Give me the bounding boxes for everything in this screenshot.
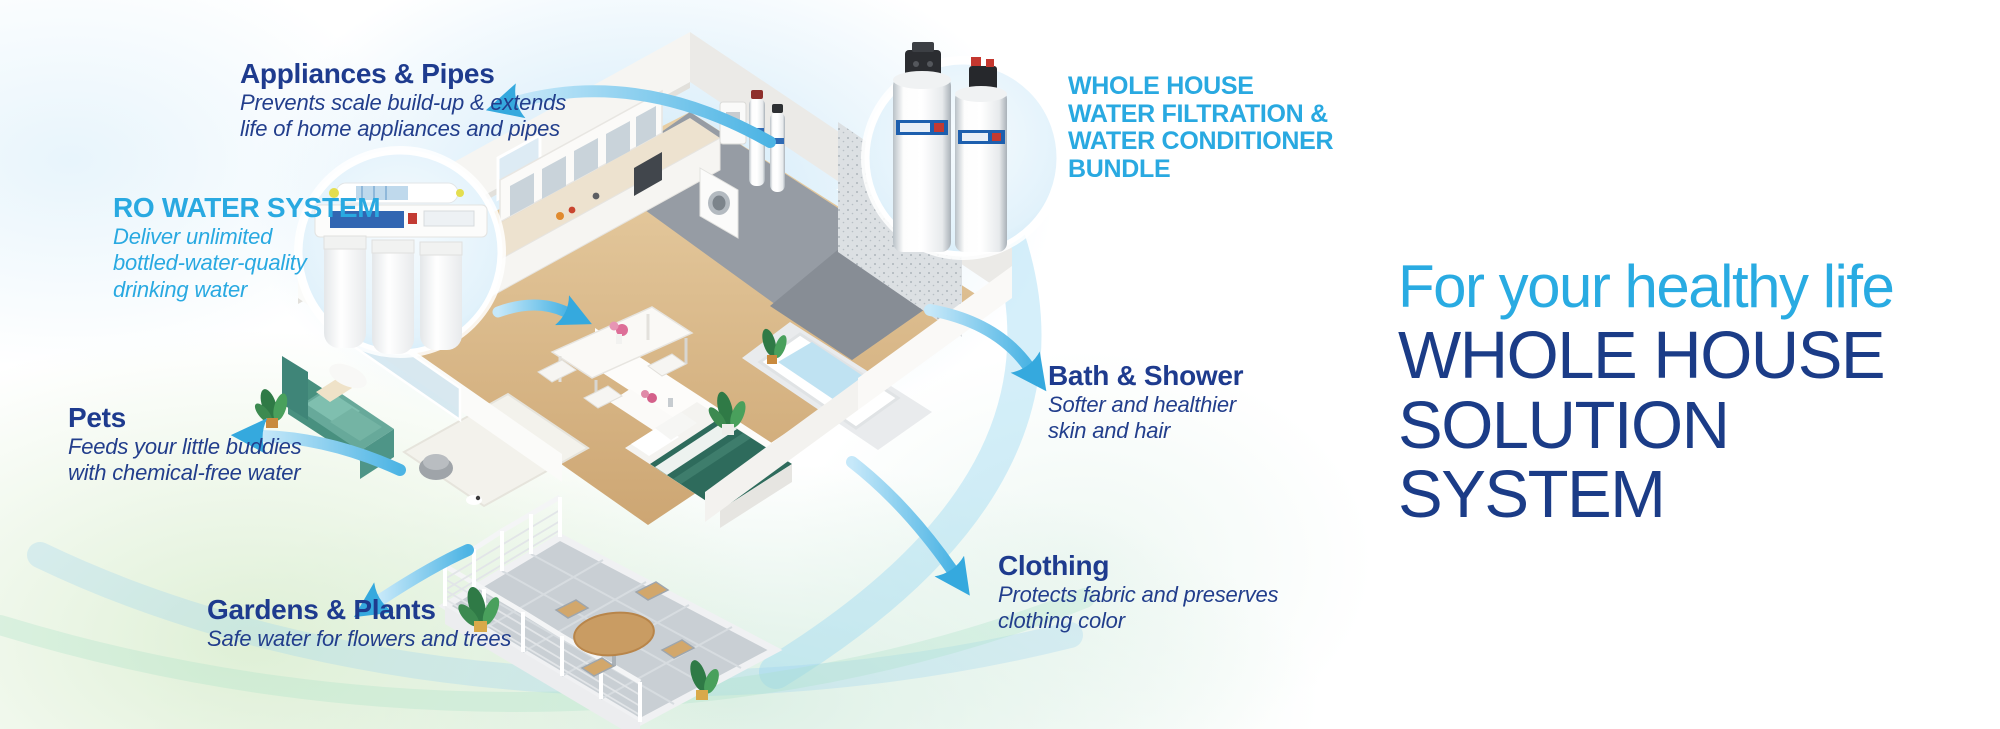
patio-table-set: [554, 581, 696, 677]
plant: [690, 660, 719, 700]
filtration-tank: [893, 76, 951, 252]
callout-desc-line: Softer and healthier: [1048, 392, 1237, 417]
callout-title-line: WATER FILTRATION &: [1068, 99, 1328, 128]
callout-desc-line: Safe water for flowers and trees: [207, 626, 512, 651]
callout-clothing: Clothing Protects fabric and preserves c…: [998, 550, 1279, 635]
callout-desc-line: skin and hair: [1048, 418, 1171, 444]
callout-desc-line: bottled-water-quality: [113, 250, 307, 276]
headline-line1: WHOLE HOUSE: [1398, 318, 1886, 393]
throw-blanket: [329, 363, 367, 389]
callout-appliances: Appliances & Pipes Prevents scale build-…: [240, 58, 566, 143]
kitchen-counter: [460, 118, 721, 298]
filter-tank-small-2: [770, 112, 785, 192]
callout-gardens: Gardens & Plants Safe water for flowers …: [207, 594, 511, 652]
callout-desc-line: life of home appliances and pipes: [240, 116, 560, 142]
clothing-arrow: [846, 456, 970, 596]
callout-ro-system: RO WATER SYSTEM Deliver unlimited bottle…: [113, 192, 381, 303]
callout-title: Clothing: [998, 550, 1110, 581]
callout-desc-line: with chemical-free water: [68, 460, 301, 486]
filter-canister: [372, 240, 414, 354]
filter-canister: [324, 236, 366, 348]
plant: [254, 389, 288, 428]
washer: [699, 167, 739, 239]
callout-desc-line: drinking water: [113, 276, 248, 302]
kitchen-upper-cabinets: [499, 89, 663, 224]
callout-desc-line: Feeds your little buddies: [68, 434, 302, 459]
pets-arrow: [230, 418, 406, 476]
callout-title-line: WHOLE HOUSE: [1068, 72, 1254, 100]
gardens-arrow: [353, 544, 474, 618]
bundle-tanks: [893, 42, 1007, 252]
plants: [254, 328, 787, 700]
laundry-appliances: [699, 90, 785, 239]
callout-desc-line: Deliver unlimited: [113, 224, 273, 249]
callout-arrows: [230, 83, 1047, 618]
ro-arrow: [492, 295, 592, 326]
bedroom-front-wall: [705, 380, 858, 522]
callout-title: Appliances & Pipes: [240, 58, 495, 89]
flower-vase: [616, 324, 628, 336]
rug: [402, 392, 590, 508]
callout-bath: Bath & Shower Softer and healthier skin …: [1048, 360, 1244, 445]
headline: For your healthy life WHOLE HOUSE SOLUTI…: [1398, 252, 2000, 530]
callout-title: Pets: [68, 402, 126, 433]
callout-title: Gardens & Plants: [207, 594, 436, 625]
callout-bundle: WHOLE HOUSE WATER FILTRATION & WATER CON…: [1068, 72, 1334, 183]
headline-line2: SOLUTION SYSTEM: [1398, 387, 1730, 533]
callout-title: Bath & Shower: [1048, 360, 1244, 391]
callout-pets: Pets Feeds your little buddies with chem…: [68, 402, 302, 487]
callout-title-line: WATER CONDITIONER: [1068, 127, 1334, 155]
conditioner-tank: [955, 90, 1007, 252]
bundle-inset: [861, 42, 1065, 260]
filter-tank-small-1: [749, 98, 765, 186]
se-wall-upper: [858, 266, 1012, 410]
railing: [440, 494, 642, 722]
plant: [708, 391, 746, 435]
callout-desc-line: Protects fabric and preserves: [998, 582, 1279, 607]
callout-title-line: BUNDLE: [1068, 154, 1171, 183]
plant: [762, 328, 787, 364]
background-swooshes: [0, 221, 1095, 712]
dining-set: [537, 306, 694, 409]
headline-tagline: For your healthy life: [1398, 253, 1895, 320]
sofa: [282, 356, 394, 479]
callout-desc-line: Prevents scale build-up & extends: [240, 90, 567, 115]
plant: [458, 587, 500, 632]
ro-product: [314, 182, 488, 354]
filter-canister: [420, 242, 462, 350]
callout-desc-line: clothing color: [998, 608, 1125, 634]
tank-valve: [969, 66, 997, 90]
callout-title: RO WATER SYSTEM: [113, 192, 381, 223]
tank-valve: [905, 50, 941, 78]
appliances-arrow: [485, 83, 776, 148]
patio-edge: [445, 606, 640, 729]
ro-system-inset: [294, 146, 506, 358]
bath-arrow: [924, 304, 1047, 392]
oven: [634, 152, 662, 196]
